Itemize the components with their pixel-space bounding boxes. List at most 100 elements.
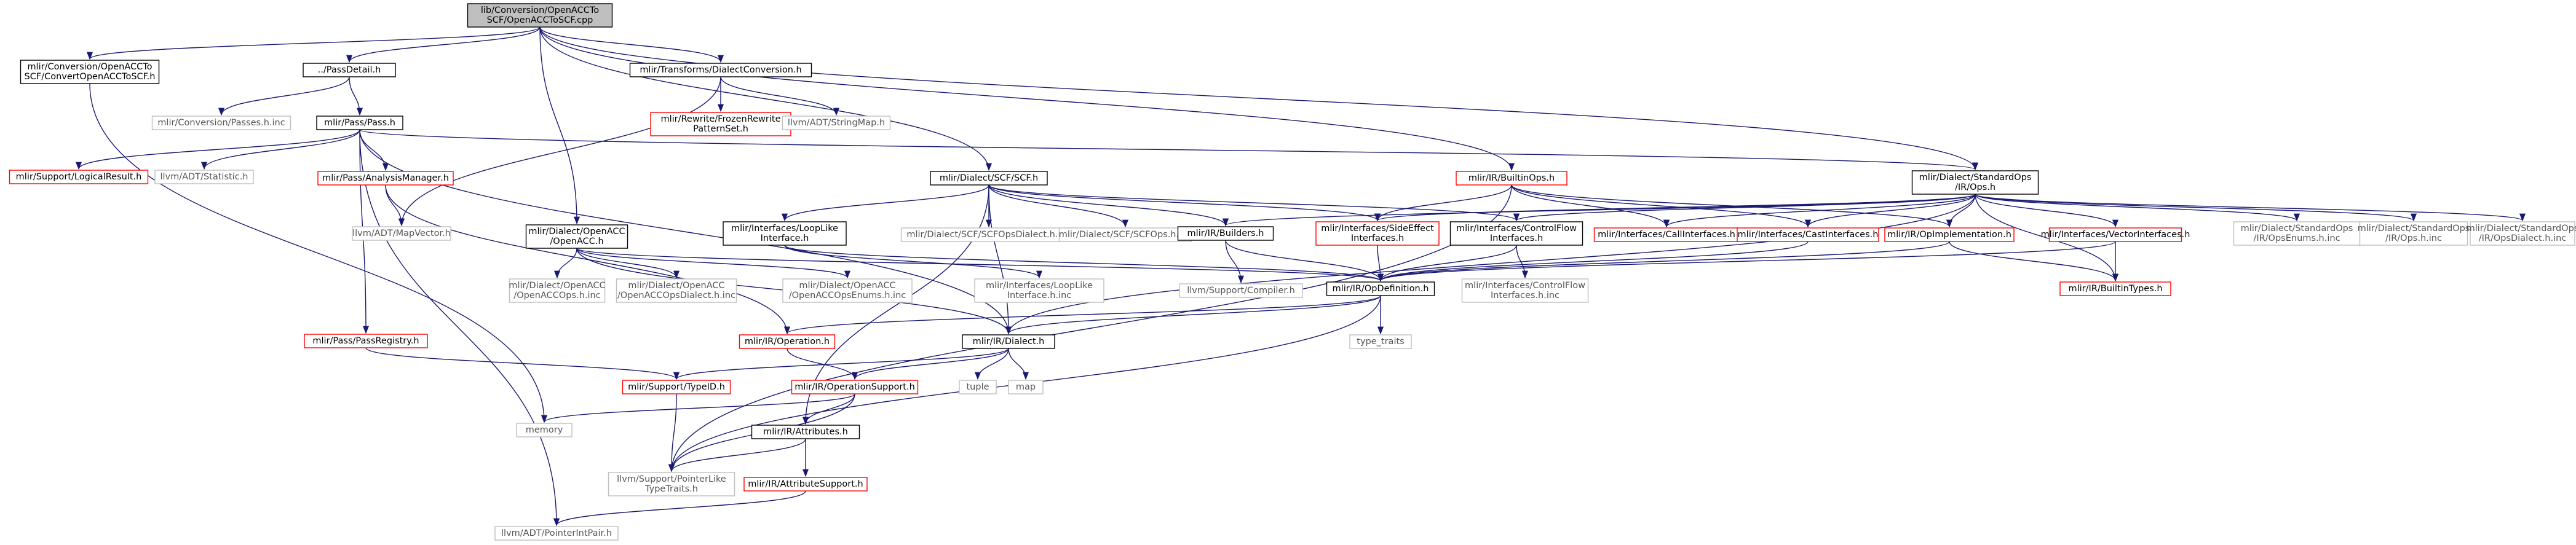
node-typetraits: type_traits	[1349, 334, 1412, 349]
edge-dialect-to-typeid	[673, 348, 1009, 380]
node-label: /IR/Ops.h	[1955, 182, 1995, 192]
node-box	[494, 526, 619, 541]
edge-pass-to-analysis	[359, 129, 389, 171]
node-statistic: llvm/ADT/Statistic.h	[154, 170, 254, 184]
node-typeid[interactable]: mlir/Support/TypeID.h	[622, 380, 731, 394]
node-label: mlir/IR/Operation.h	[745, 337, 830, 347]
edge-builtinops-to-callif	[1511, 184, 1670, 228]
node-label: mlir/IR/OpImplementation.h	[1887, 230, 2011, 240]
node-label: mlir/IR/Attributes.h	[763, 427, 848, 437]
node-box	[9, 170, 149, 184]
node-box	[1315, 221, 1440, 246]
edge-looplike-to-opdef	[784, 245, 1384, 282]
node-scf[interactable]: mlir/Dialect/SCF/SCF.h	[930, 171, 1048, 186]
node-cflowinc: mlir/Interfaces/ControlFlowInterfaces.h.…	[1461, 278, 1589, 303]
node-dialect[interactable]: mlir/IR/Dialect.h	[962, 334, 1055, 349]
node-opimpl[interactable]: mlir/IR/OpImplementation.h	[1884, 227, 2015, 242]
node-vectorif[interactable]: mlir/Interfaces/VectorInterfaces.h	[2041, 227, 2190, 242]
node-box	[509, 278, 606, 303]
node-openacc[interactable]: mlir/Dialect/OpenACC/OpenACC.h	[525, 224, 628, 249]
node-box	[1461, 278, 1589, 303]
node-box	[791, 380, 919, 394]
node-label: mlir/IR/OperationSupport.h	[795, 382, 915, 392]
node-label: mlir/Dialect/StandardOps	[2358, 224, 2470, 233]
node-accopsinc: mlir/Dialect/OpenACC/OpenACCOps.h.inc	[509, 278, 606, 303]
node-label: /IR/OpsEnums.h.inc	[2253, 233, 2340, 243]
edge-scf-to-looplike	[782, 184, 989, 222]
node-box	[154, 170, 254, 184]
node-box	[20, 60, 160, 84]
edge-layer	[76, 26, 2526, 527]
node-root[interactable]: lib/Conversion/OpenACCToSCF/OpenACCToSCF…	[467, 3, 613, 28]
edge-stdops-to-vectorif	[1975, 194, 2118, 228]
node-label: mlir/Dialect/StandardOps	[2241, 224, 2353, 233]
node-label: mlir/Transforms/DialectConversion.h	[640, 65, 801, 75]
edge-root-to-scf	[539, 26, 992, 171]
node-label: llvm/ADT/StringMap.h	[788, 118, 885, 128]
node-label: mlir/Interfaces/VectorInterfaces.h	[2041, 230, 2190, 240]
node-box	[2470, 221, 2575, 246]
node-convhdr[interactable]: mlir/Conversion/OpenACCToSCF/ConvertOpen…	[20, 60, 160, 84]
node-box	[1456, 171, 1567, 186]
node-attributes[interactable]: mlir/IR/Attributes.h	[751, 425, 860, 439]
node-label: lib/Conversion/OpenACCTo	[481, 6, 599, 15]
node-analysis[interactable]: mlir/Pass/AnalysisManager.h	[317, 171, 454, 186]
node-attrsupport[interactable]: mlir/IR/AttributeSupport.h	[743, 477, 868, 492]
node-box	[525, 224, 628, 249]
node-opsdialectinc: mlir/Dialect/StandardOps/IR/OpsDialect.h…	[2467, 221, 2576, 246]
node-map: map	[1008, 380, 1044, 394]
node-logical[interactable]: mlir/Support/LogicalResult.h	[9, 170, 149, 184]
edge-dialconv-to-stringmap	[720, 76, 839, 116]
node-box	[1911, 170, 2039, 195]
node-label: mlir/Conversion/Passes.h.inc	[157, 118, 285, 128]
node-builtinops[interactable]: mlir/IR/BuiltinOps.h	[1456, 171, 1567, 186]
node-box	[743, 477, 868, 492]
node-operation[interactable]: mlir/IR/Operation.h	[739, 334, 836, 349]
node-label: ../PassDetail.h	[318, 65, 381, 75]
node-opsupport[interactable]: mlir/IR/OperationSupport.h	[791, 380, 919, 394]
node-registry[interactable]: mlir/Pass/PassRegistry.h	[304, 334, 428, 348]
node-box	[751, 425, 860, 439]
edge-stdops-to-castif	[1805, 194, 1976, 228]
node-label: mlir/Interfaces/ControlFlow	[1465, 281, 1585, 291]
node-label: mlir/Interfaces/LoopLike	[731, 224, 838, 233]
edge-stdops-to-builtintypes	[1975, 194, 2119, 282]
node-label: mlir/Pass/PassRegistry.h	[312, 336, 419, 346]
node-label: mlir/Conversion/OpenACCTo	[27, 62, 152, 72]
node-box	[1884, 227, 2015, 242]
node-opdef[interactable]: mlir/IR/OpDefinition.h	[1326, 281, 1435, 296]
node-label: llvm/ADT/Statistic.h	[160, 172, 248, 182]
node-box	[317, 171, 454, 186]
node-passesinc: mlir/Conversion/Passes.h.inc	[151, 116, 291, 130]
edge-dialconv-to-mapvector	[398, 76, 721, 227]
node-label: mlir/Dialect/OpenACC	[528, 227, 625, 237]
node-label: mlir/Interfaces/SideEffect	[1321, 224, 1434, 233]
edge-openacc-to-opdef	[576, 248, 1384, 282]
node-label: SCF/OpenACCToSCF.cpp	[487, 15, 593, 25]
node-builders[interactable]: mlir/IR/Builders.h	[1177, 226, 1274, 241]
node-label: /OpenACCOpsDialect.h.inc	[617, 291, 735, 300]
edge-openacc-to-accopsinc	[553, 248, 577, 279]
node-box	[516, 423, 573, 437]
node-label: mlir/Rewrite/FrozenRewrite	[660, 114, 780, 124]
node-callif[interactable]: mlir/Interfaces/CallInterfaces.h	[1593, 227, 1740, 242]
edge-vectorif-to-opdef	[1377, 241, 2116, 282]
node-box	[962, 334, 1055, 349]
node-stdops[interactable]: mlir/Dialect/StandardOps/IR/Ops.h	[1911, 170, 2039, 195]
node-castif[interactable]: mlir/Interfaces/CastInterfaces.h	[1737, 227, 1879, 242]
node-pass[interactable]: mlir/Pass/Pass.h	[316, 116, 403, 130]
node-dialconv[interactable]: mlir/Transforms/DialectConversion.h	[629, 63, 812, 77]
node-label: Interfaces.h	[1490, 233, 1543, 243]
node-label: mlir/Dialect/OpenACC	[628, 281, 724, 291]
node-passdetail[interactable]: ../PassDetail.h	[303, 63, 396, 77]
edge-scf-to-sideeffect	[988, 184, 1381, 222]
edge-stdops-to-cflow	[1513, 194, 1976, 222]
node-box	[782, 116, 891, 130]
node-box	[1177, 226, 1274, 241]
node-box	[303, 63, 396, 77]
node-builtintypes[interactable]: mlir/IR/BuiltinTypes.h	[2059, 281, 2171, 296]
